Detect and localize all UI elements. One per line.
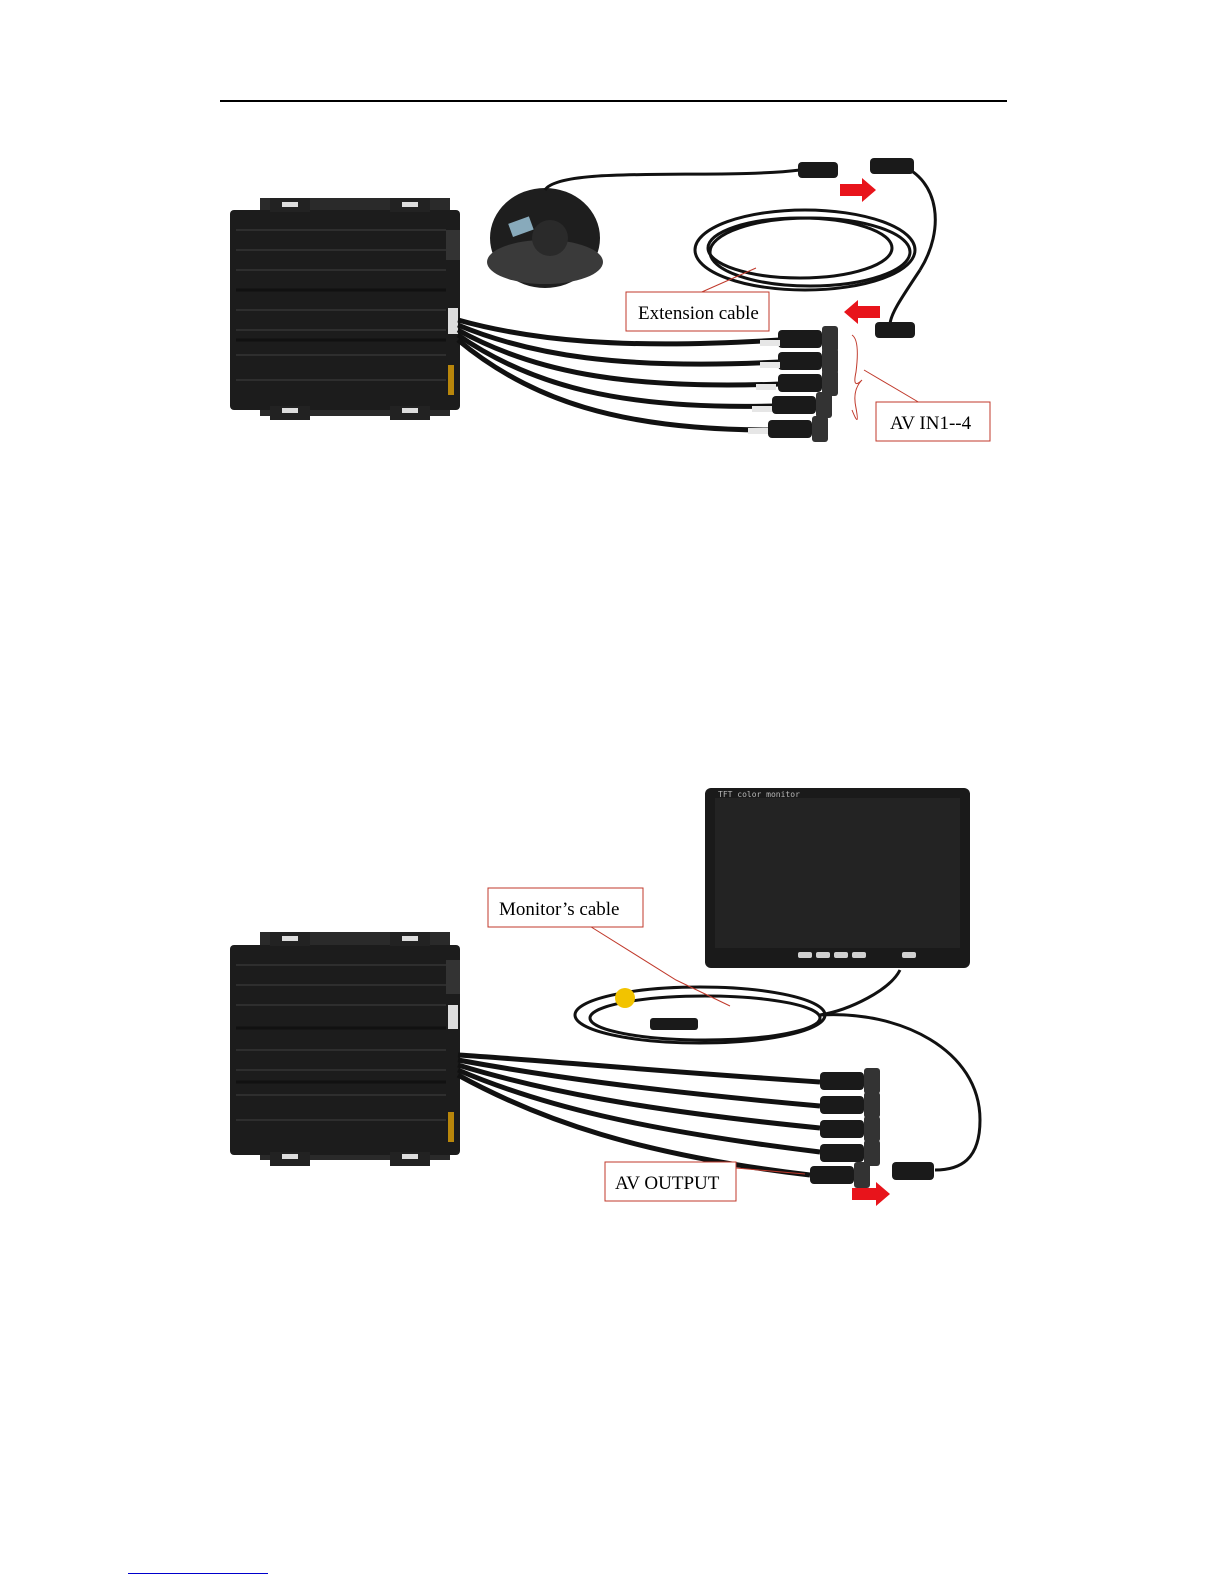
arrow-right-icon: [840, 178, 876, 202]
power-connector: [650, 1018, 698, 1030]
av-output-illustration: TFT color monitor: [200, 770, 1020, 1220]
arrow-left-icon: [844, 300, 880, 324]
tft-monitor: TFT color monitor: [705, 788, 970, 968]
av-input-cables: [458, 320, 780, 430]
rca-connector: [615, 988, 635, 1008]
callout-av-output: AV OUTPUT: [605, 1162, 805, 1201]
figure-av-input-connection: Extension cable AV IN1--4: [200, 140, 1020, 470]
mobile-dvr-unit: [230, 932, 460, 1166]
camera-cable: [545, 170, 800, 190]
mobile-dvr-unit: [230, 198, 460, 420]
monitor-label: TFT color monitor: [718, 790, 800, 799]
av-connectors: [810, 1068, 880, 1188]
footnote-rule: [128, 1573, 268, 1574]
callout-monitor-cable-label: Monitor’s cable: [499, 899, 620, 920]
callout-av-in: AV IN1--4: [852, 335, 990, 441]
callout-monitor-cable: Monitor’s cable: [488, 888, 730, 1006]
av-in-connectors: [748, 326, 838, 442]
av-input-illustration: Extension cable AV IN1--4: [200, 140, 1020, 470]
dome-camera: [487, 188, 603, 288]
extension-connector-bottom: [875, 322, 915, 338]
monitor-av-connector: [892, 1162, 934, 1180]
callout-av-output-label: AV OUTPUT: [615, 1173, 720, 1194]
callout-av-in-label: AV IN1--4: [890, 413, 972, 434]
header-rule: [220, 100, 1007, 102]
camera-connector: [798, 162, 838, 178]
extension-connector-top: [870, 158, 914, 174]
figure-av-output-connection: TFT color monitor: [200, 770, 1020, 1220]
av-cables: [458, 1055, 820, 1175]
callout-extension-cable-label: Extension cable: [638, 303, 759, 324]
